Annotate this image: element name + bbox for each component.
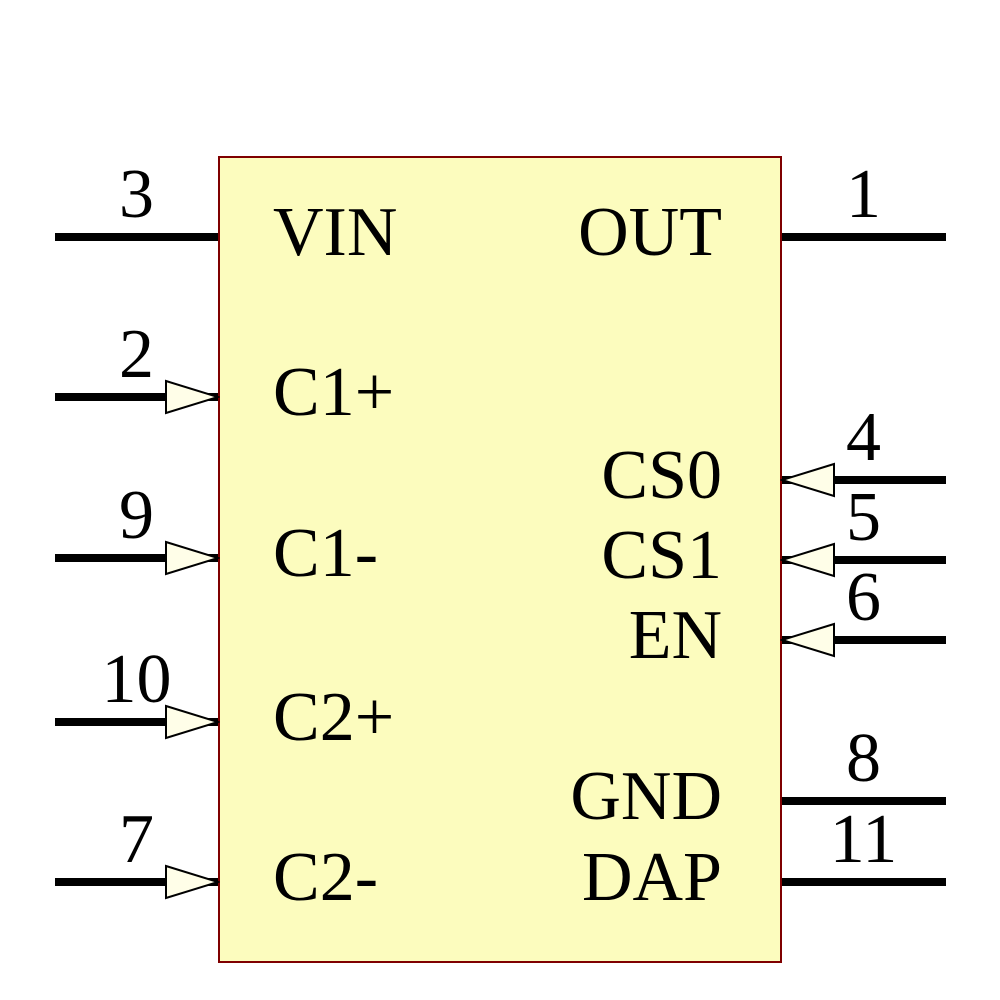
pin-wire-1 bbox=[782, 233, 946, 241]
pin-number-9: 9 bbox=[119, 477, 154, 554]
pin-number-8: 8 bbox=[846, 720, 881, 797]
pin-number-1: 1 bbox=[846, 156, 881, 233]
pin-label-cs0: CS0 bbox=[601, 437, 722, 514]
pin-number-11: 11 bbox=[829, 801, 898, 878]
pin-wire-8 bbox=[782, 797, 946, 805]
pin-label-out: OUT bbox=[578, 194, 722, 271]
pin-label-dap: DAP bbox=[581, 839, 722, 916]
pin-label-c2minus: C2- bbox=[273, 839, 378, 916]
pin-number-2: 2 bbox=[119, 316, 154, 393]
pin-wire-2 bbox=[55, 393, 218, 401]
pin-number-10: 10 bbox=[101, 641, 172, 718]
pin-number-7: 7 bbox=[119, 801, 154, 878]
pin-wire-6 bbox=[782, 636, 946, 644]
input-arrow-icon bbox=[780, 622, 835, 658]
pin-label-c2plus: C2+ bbox=[273, 679, 395, 756]
pin-number-3: 3 bbox=[119, 156, 154, 233]
pin-wire-5 bbox=[782, 556, 946, 564]
pin-label-en: EN bbox=[628, 597, 722, 674]
pin-label-c1minus: C1- bbox=[273, 515, 378, 592]
input-arrow-icon bbox=[780, 542, 835, 578]
input-arrow-icon bbox=[780, 462, 835, 498]
pin-wire-11 bbox=[782, 878, 946, 886]
pin-label-cs1: CS1 bbox=[601, 517, 722, 594]
input-arrow-icon bbox=[165, 864, 220, 900]
pin-wire-10 bbox=[55, 718, 218, 726]
pin-wire-4 bbox=[782, 476, 946, 484]
pin-number-4: 4 bbox=[846, 399, 881, 476]
pin-label-gnd: GND bbox=[570, 758, 722, 835]
pin-number-6: 6 bbox=[846, 559, 881, 636]
symbol-body bbox=[218, 156, 782, 963]
pin-wire-9 bbox=[55, 554, 218, 562]
pin-wire-3 bbox=[55, 233, 218, 241]
input-arrow-icon bbox=[165, 379, 220, 415]
pin-label-vin: VIN bbox=[273, 194, 398, 271]
input-arrow-icon bbox=[165, 540, 220, 576]
pin-number-5: 5 bbox=[846, 479, 881, 556]
pin-wire-7 bbox=[55, 878, 218, 886]
pin-label-c1plus: C1+ bbox=[273, 354, 395, 431]
input-arrow-icon bbox=[165, 704, 220, 740]
